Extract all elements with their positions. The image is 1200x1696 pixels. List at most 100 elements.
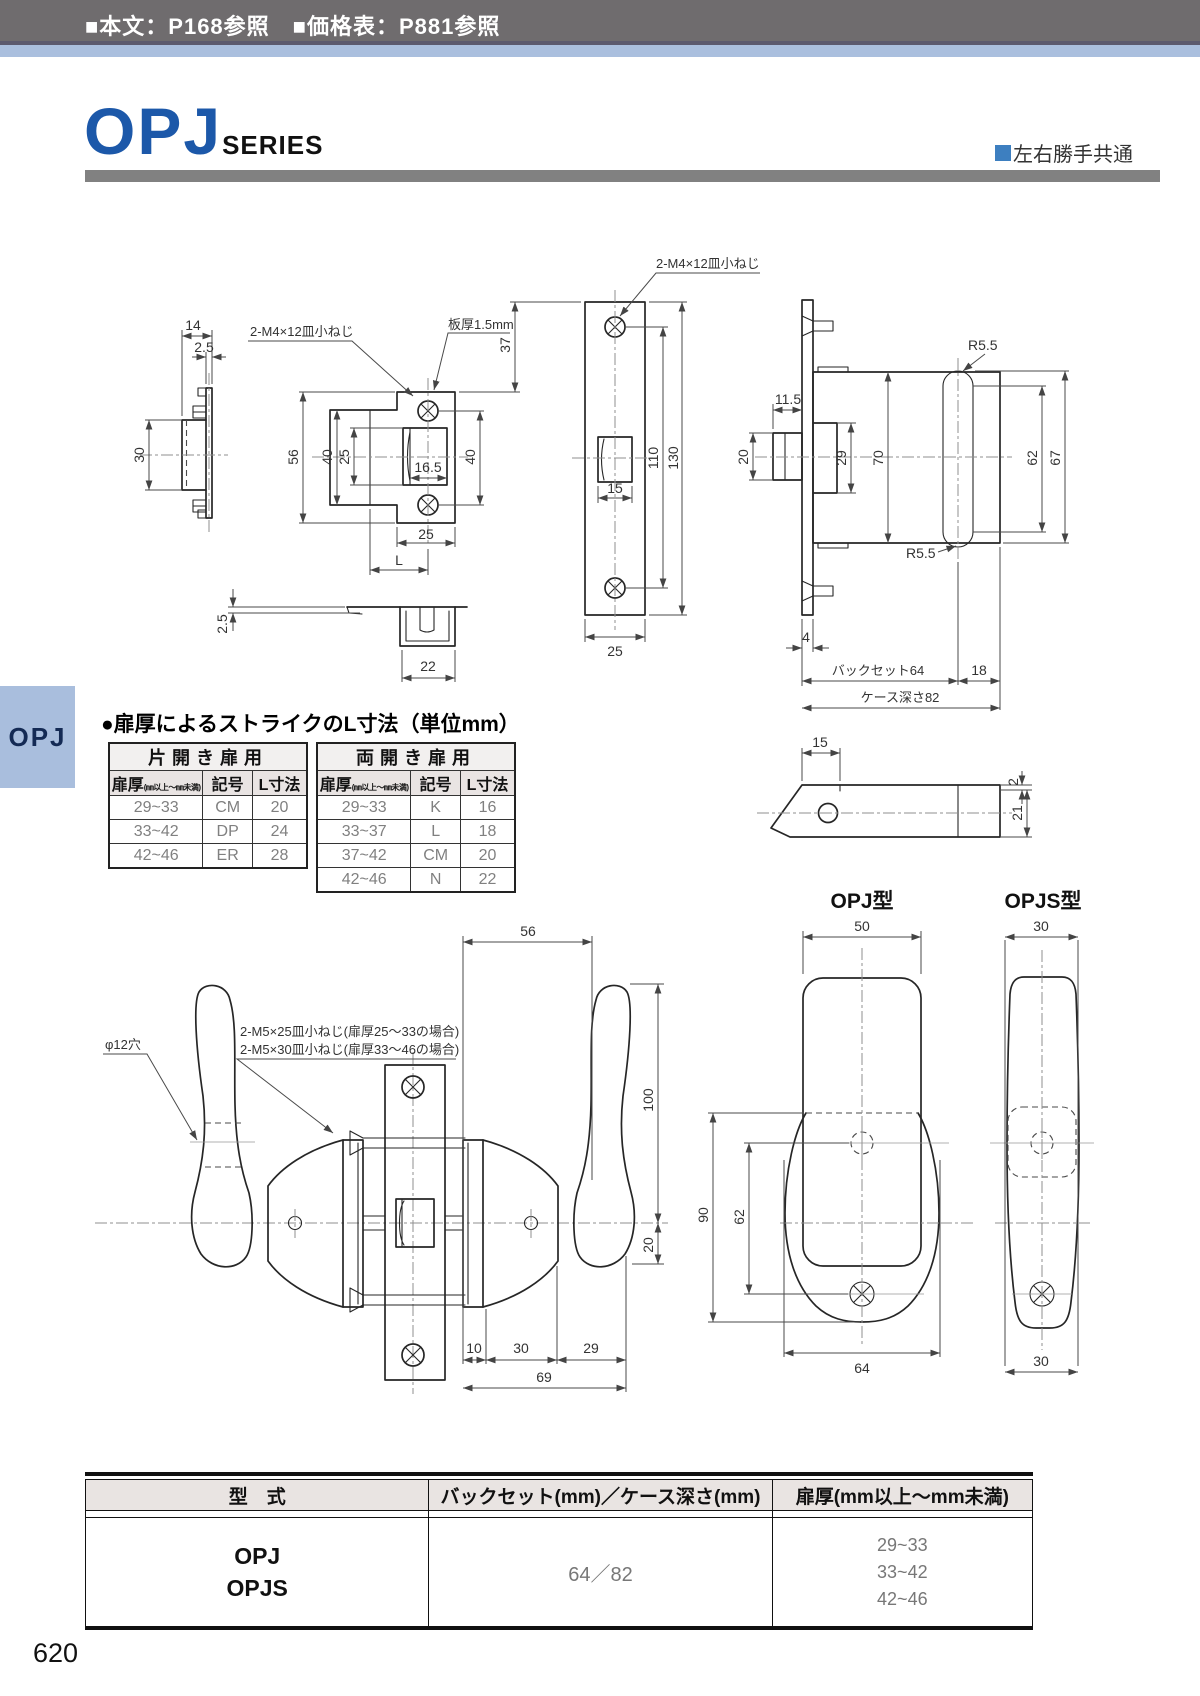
dim-label: 62	[731, 1209, 747, 1225]
screw-note-label: 2-M5×25皿小ねじ(扉厚25～33の場合)	[240, 1024, 459, 1039]
cell: 42~46	[316, 867, 412, 893]
dim-label: 4	[802, 629, 810, 645]
spec-backset-value: 64／82	[428, 1517, 773, 1626]
strike-side-view: 14 2.5 30	[131, 317, 228, 533]
dim-label: 70	[870, 450, 886, 466]
cell: 20	[459, 843, 516, 868]
dim-label: 40	[462, 449, 478, 465]
col-header: L寸法	[459, 770, 516, 796]
cell: ER	[202, 843, 253, 869]
cell: N	[410, 867, 461, 893]
radius-label: R5.5	[906, 545, 936, 561]
blue-square-icon	[995, 144, 1011, 161]
thickness-value: 42~46	[877, 1588, 928, 1609]
model-name: OPJS	[226, 1575, 288, 1601]
cell: 28	[251, 843, 308, 869]
sidebar-tab-opj: OPJ	[0, 686, 75, 788]
series-suffix: SERIES	[222, 130, 324, 160]
backset-label: バックセット64	[832, 663, 924, 678]
dim-label: 67	[1047, 450, 1063, 466]
screw-note-label: 2-M4×12皿小ねじ	[656, 256, 760, 271]
cell: L	[410, 819, 461, 844]
dim-label: 64	[854, 1360, 870, 1376]
spec-col-model: 型 式	[84, 1479, 430, 1511]
opj-rose-front-view: OPJ型 50 90 62 64	[695, 890, 949, 1376]
thickness-value: 29~33	[877, 1534, 928, 1555]
opjs-type-title: OPJS型	[1004, 890, 1081, 913]
series-name: OPJ	[84, 94, 223, 168]
dim-label: 30	[1033, 918, 1049, 934]
cell: 29~33	[108, 795, 204, 820]
dim-label: 16.5	[414, 459, 441, 475]
cell: 33~37	[316, 819, 412, 844]
dim-label: 25	[336, 449, 352, 465]
spec-col-thickness: 扉厚(mm以上～mm未満)	[771, 1479, 1034, 1511]
thickness-value: 33~42	[877, 1561, 928, 1582]
cell: 29~33	[316, 795, 412, 820]
dim-label: 15	[607, 480, 623, 496]
screw-note-label: 2-M4×12皿小ねじ	[250, 324, 354, 339]
hole-note-label: φ12穴	[105, 1037, 141, 1052]
col-header: 記号	[410, 770, 461, 796]
dim-label: 20	[640, 1237, 656, 1253]
dim-label: 2	[1005, 778, 1021, 786]
dim-label: 20	[735, 449, 751, 465]
dim-label: 11.5	[775, 391, 801, 407]
dim-label: 30	[513, 1340, 529, 1356]
case-depth-label: ケース深さ82	[861, 690, 940, 705]
spec-table-bottom-rule	[85, 1626, 1033, 1630]
dim-label: 90	[695, 1207, 711, 1223]
handedness-note: 左右勝手共通	[995, 138, 1133, 167]
strike-dust-cup: 2.5 22	[214, 589, 468, 682]
dim-label: 56	[520, 923, 536, 939]
dim-label: 25	[418, 526, 434, 542]
page-number: 620	[33, 1638, 79, 1668]
cell: 33~42	[108, 819, 204, 844]
reference-note: ■本文：P168参照 ■価格表：P881参照	[85, 14, 501, 39]
dim-label: 21	[1009, 805, 1025, 821]
dim-label: 110	[645, 447, 661, 470]
dim-label: 2.5	[214, 614, 230, 634]
dim-label: 10	[466, 1340, 482, 1356]
radius-label: R5.5	[968, 337, 998, 353]
spec-thickness-values: 29~33 33~42 42~46	[771, 1517, 1034, 1626]
dim-label: 30	[131, 447, 147, 463]
dim-label: 100	[640, 1088, 656, 1112]
dim-label: 40	[319, 449, 335, 465]
cell: 42~46	[108, 843, 204, 869]
dim-label: 130	[665, 446, 681, 470]
col-header: L寸法	[251, 770, 308, 796]
dim-label: 50	[854, 918, 870, 934]
cell: DP	[202, 819, 253, 844]
cell: 24	[251, 819, 308, 844]
cell: K	[410, 795, 461, 820]
faceplate-front-view: 15 110 130 25 2-M4×12皿小ねじ	[572, 256, 760, 659]
dim-label: 2.5	[194, 339, 214, 355]
spec-table: 型 式 バックセット(mm)／ケース深さ(mm) 扉厚(mm以上～mm未満) O…	[84, 1472, 1034, 1630]
spec-models: OPJ OPJS	[84, 1517, 430, 1626]
cell: CM	[410, 843, 461, 868]
dim-label: 69	[536, 1369, 552, 1385]
cell: 16	[459, 795, 516, 820]
dim-label: 37	[497, 337, 513, 353]
cell: 22	[459, 867, 516, 893]
dim-label: 22	[420, 658, 436, 674]
spec-table-top-rule	[85, 1472, 1033, 1476]
dim-label: 15	[812, 734, 828, 750]
blue-stripe	[0, 45, 1200, 57]
dim-label: L	[395, 552, 403, 568]
dim-label: 25	[607, 643, 623, 659]
screw-note-label: 2-M5×30皿小ねじ(扉厚33～46の場合)	[240, 1042, 459, 1057]
col-header: 記号	[202, 770, 253, 796]
latch-bolt-detail: 15 2 21	[757, 734, 1032, 838]
dim-label: 62	[1024, 450, 1040, 466]
dim-label: 56	[285, 449, 301, 465]
title-underline-bar	[85, 170, 1160, 182]
dim-label: 29	[833, 450, 849, 466]
plate-thickness-label: 板厚1.5mm	[448, 317, 514, 332]
